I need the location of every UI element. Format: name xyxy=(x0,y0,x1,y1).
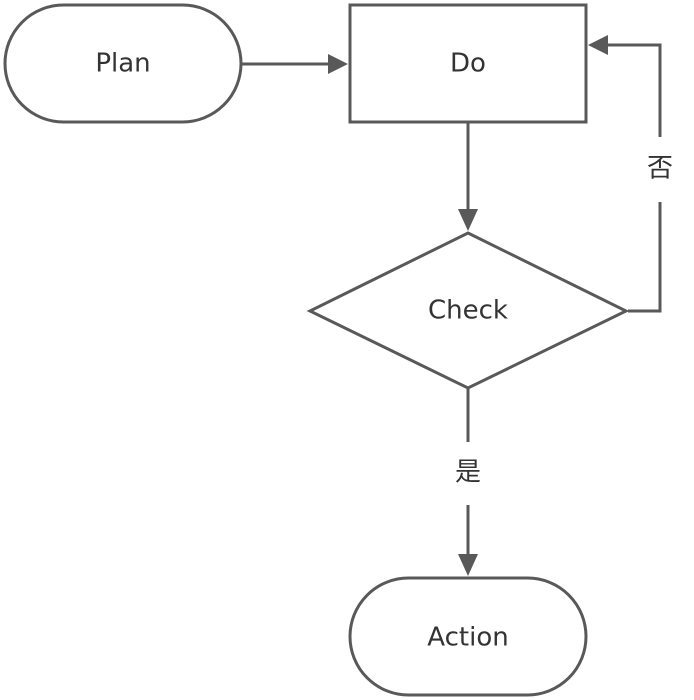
action-node-label: Action xyxy=(427,623,508,653)
edge-check-to-action-yes: 是 xyxy=(455,388,481,576)
check-node-label: Check xyxy=(428,296,508,326)
edge-check-to-action-arrowhead xyxy=(458,554,478,576)
edge-do-to-check xyxy=(458,122,478,231)
edge-plan-to-do-arrowhead xyxy=(328,54,348,74)
do-node-label: Do xyxy=(450,49,486,79)
edge-plan-to-do xyxy=(241,54,348,74)
check-node: Check xyxy=(306,231,630,390)
edge-check-to-do-arrowhead xyxy=(588,35,608,55)
do-node: Do xyxy=(348,3,588,124)
action-node: Action xyxy=(348,576,588,697)
edge-check-to-do-no: 否 xyxy=(588,35,673,313)
plan-node: Plan xyxy=(3,3,243,124)
edge-check-to-do-line-upper xyxy=(606,43,662,137)
action-node-shape xyxy=(348,576,588,697)
edge-yes-label: 是 xyxy=(455,458,481,488)
plan-node-label: Plan xyxy=(95,49,150,79)
edge-no-label: 否 xyxy=(647,154,673,184)
edge-check-to-do-line-lower xyxy=(628,202,662,313)
do-node-shape xyxy=(348,3,588,124)
edge-do-to-check-arrowhead xyxy=(458,209,478,231)
